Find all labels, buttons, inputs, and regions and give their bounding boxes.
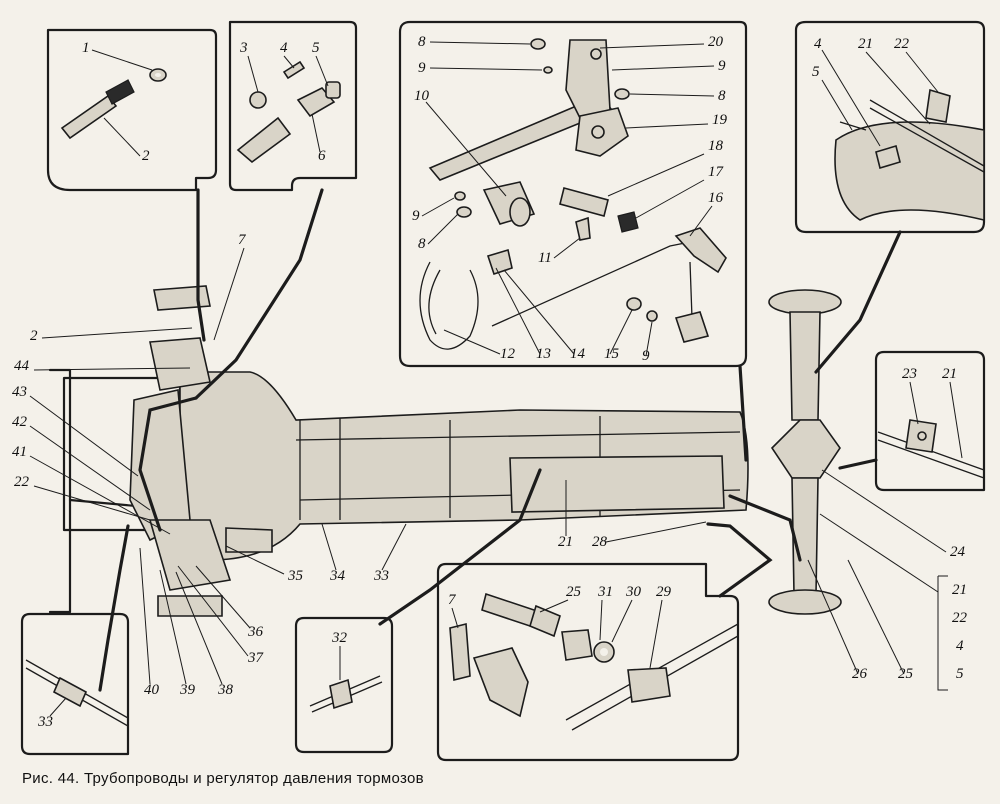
label-30: 30 [625,584,642,600]
label-8a: 8 [418,34,426,50]
label-10: 10 [414,88,430,104]
inset-1-frame [46,28,218,192]
tee-and-fitting-parts [449,592,739,731]
label-14: 14 [570,346,586,362]
label-37: 37 [247,650,265,666]
label-35: 35 [287,568,304,584]
label-31: 31 [597,584,613,600]
label-17: 17 [708,164,725,180]
label-11: 11 [538,250,552,266]
label-39: 39 [179,682,196,698]
label-21a: 21 [858,36,873,52]
label-2b: 2 [30,328,38,344]
inset-3-frame [398,20,748,368]
label-25: 25 [898,666,914,682]
label-21b: 21 [942,366,957,382]
label-2: 2 [142,148,150,164]
axle-clip-part [834,88,985,222]
brake-pipes [98,188,902,692]
inset-8-frame [436,562,740,762]
label-8b: 8 [718,88,726,104]
clip-and-tee-part [236,60,341,164]
label-8c: 8 [418,236,426,252]
pipe-bracket-part [877,419,985,479]
label-38: 38 [217,682,234,698]
label-18: 18 [708,138,724,154]
gearbox-housing [179,371,749,561]
label-19: 19 [712,112,728,128]
label-13: 13 [536,346,551,362]
label-34: 34 [329,568,346,584]
label-4c: 4 [956,638,964,654]
label-23: 23 [902,366,917,382]
label-15: 15 [604,346,620,362]
label-16: 16 [708,190,724,206]
master-cylinder-area [129,389,273,617]
label-4: 4 [280,40,288,56]
inset-2-frame [228,20,358,192]
label-29: 29 [656,584,672,600]
label-28: 28 [592,534,608,550]
inset-4-frame [794,20,986,234]
label-5c: 5 [956,666,964,682]
figure-caption: Рис. 44. Трубопроводы и регулятор давлен… [22,770,424,787]
label-7b: 7 [448,592,457,608]
label-6: 6 [318,148,326,164]
label-9a: 9 [418,60,426,76]
label-36: 36 [247,624,264,640]
label-25b: 25 [566,584,582,600]
hose-fitting-part [60,68,167,140]
label-9b: 9 [718,58,726,74]
label-7: 7 [238,232,247,248]
inset-7-frame [294,616,394,754]
label-12: 12 [500,346,516,362]
label-4b: 4 [814,36,822,52]
label-41: 41 [12,444,27,460]
label-21d: 21 [558,534,573,550]
label-5b: 5 [812,64,820,80]
callout-labels: 1 2 2 3 4 5 6 7 7 8 8 8 9 9 9 9 10 11 [12,34,968,730]
pipe-connector-part [25,659,129,727]
rear-axle [768,289,842,615]
label-33b: 33 [373,568,389,584]
label-21c: 21 [952,582,967,598]
label-5: 5 [312,40,320,56]
inset-5-frame [874,350,986,492]
label-3: 3 [239,40,248,56]
label-22b: 22 [14,474,30,490]
label-9c: 9 [412,208,420,224]
label-40: 40 [144,682,160,698]
inset-6-frame [20,612,130,756]
label-22a: 22 [894,36,910,52]
label-22c: 22 [952,610,968,626]
label-43: 43 [12,384,27,400]
label-32: 32 [331,630,348,646]
front-bracket [149,285,211,391]
label-44: 44 [14,358,30,374]
label-42: 42 [12,414,28,430]
label-1: 1 [82,40,90,56]
pressure-regulator-assembly [419,38,727,350]
label-20: 20 [708,34,724,50]
label-24: 24 [950,544,966,560]
label-33: 33 [37,714,53,730]
label-26: 26 [852,666,868,682]
pipe-clip-part [309,675,383,713]
